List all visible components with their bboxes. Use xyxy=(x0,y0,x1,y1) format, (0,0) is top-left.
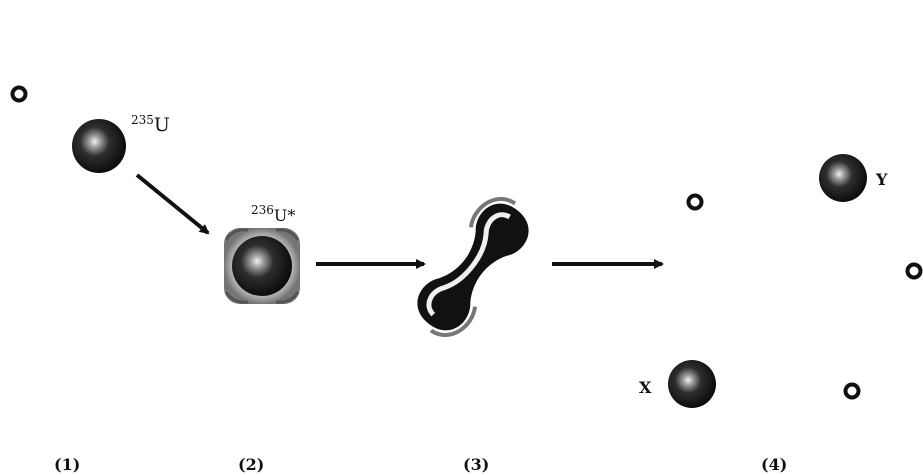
fragment-y-label: Y xyxy=(876,170,888,189)
u235-symbol: U xyxy=(153,114,170,136)
emitted-neutron-3 xyxy=(843,382,861,400)
u236-excited-nucleus xyxy=(224,228,300,304)
emitted-neutron-1 xyxy=(686,193,704,211)
step-label-2: (2) xyxy=(238,455,265,474)
step-label-3: (3) xyxy=(463,455,490,474)
step-label-4: (4) xyxy=(761,455,788,474)
u235-mass-number: 235 xyxy=(131,113,154,127)
emitted-neutron-2 xyxy=(905,262,923,280)
u236-label: 236U* xyxy=(251,204,295,224)
u236-mass-number: 236 xyxy=(251,203,274,217)
arrow-absorption xyxy=(135,173,210,235)
u236-symbol: U* xyxy=(273,206,296,225)
fragment-x-label: X xyxy=(639,378,652,397)
deformed-nucleus xyxy=(417,196,529,338)
u235-label: 235U xyxy=(131,114,170,135)
u235-nucleus xyxy=(72,119,126,173)
incoming-neutron xyxy=(10,85,28,103)
fragment-x-nucleus xyxy=(668,360,716,408)
fragment-y-nucleus xyxy=(819,154,867,202)
step-label-1: (1) xyxy=(54,455,81,474)
